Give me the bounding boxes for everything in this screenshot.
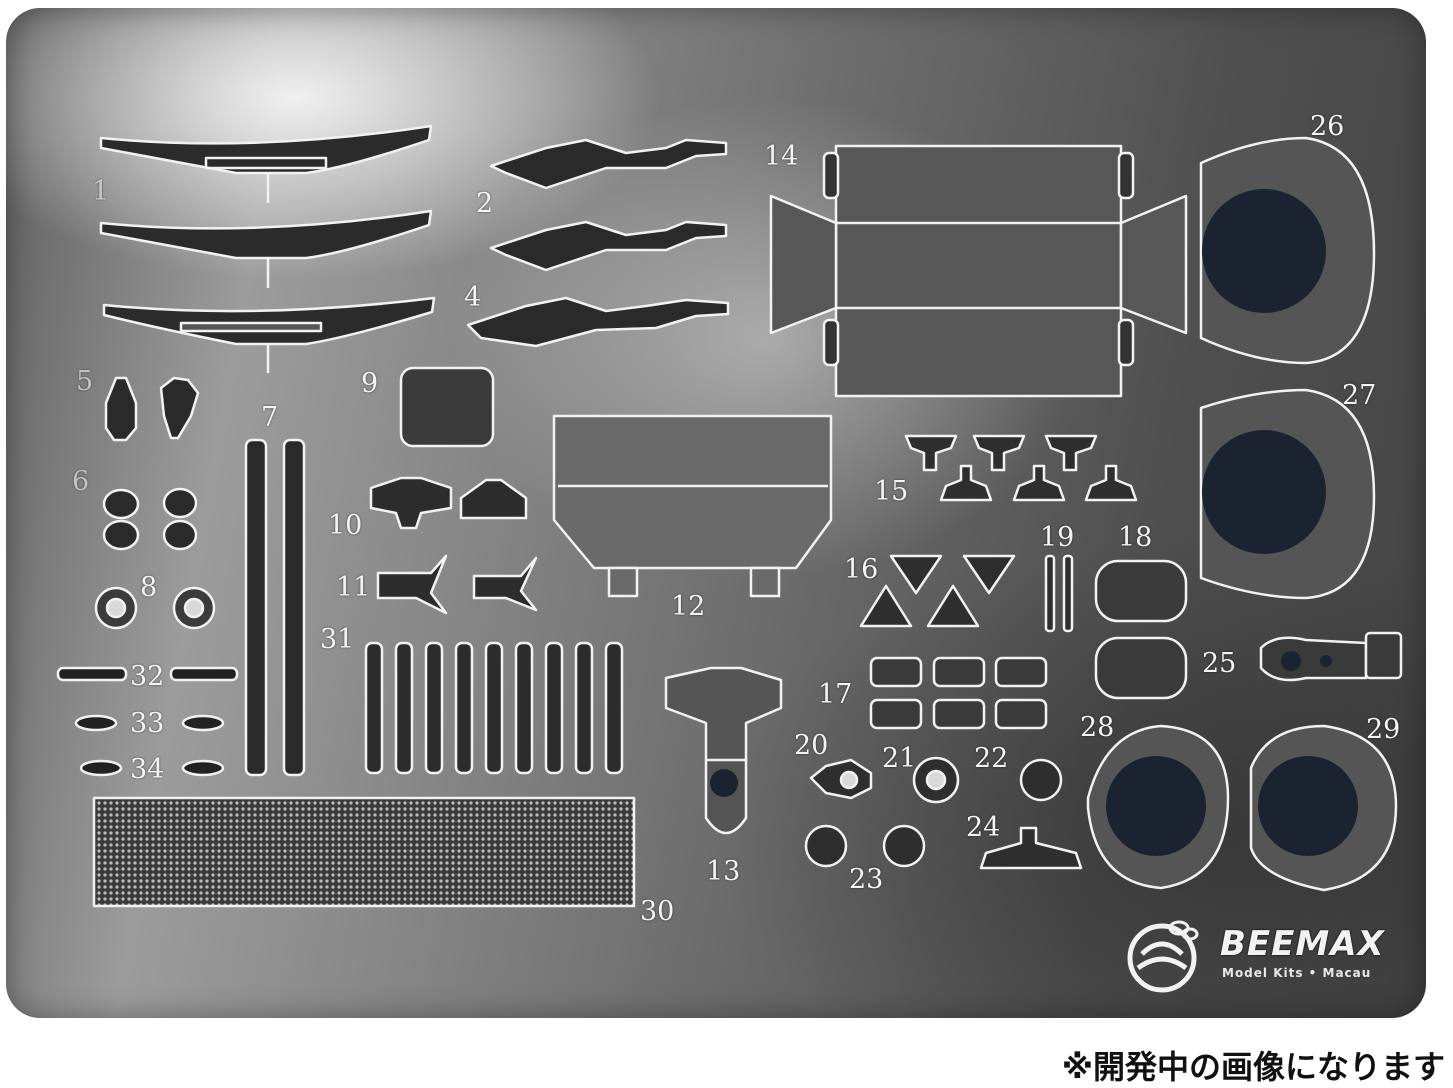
part-28-wheel <box>1088 726 1228 888</box>
part-9-plate <box>401 368 493 446</box>
brand-tagline: Model Kits • Macau <box>1222 966 1372 980</box>
part-15-clips <box>906 436 1136 500</box>
part-number-label: 10 <box>328 510 363 541</box>
brand-logo: BEEMAX Model Kits • Macau <box>1124 916 1414 996</box>
part-13-bracket <box>666 668 781 833</box>
part-31-hinges <box>366 643 622 773</box>
part-number-label: 15 <box>874 476 909 507</box>
part-29-wheel <box>1251 726 1396 890</box>
part-27-wheel <box>1201 390 1374 598</box>
part-number-label: 32 <box>130 661 165 692</box>
part-number-label: 5 <box>76 366 94 397</box>
part-32-34-small <box>58 668 237 775</box>
part-number-label: 19 <box>1040 522 1075 553</box>
brand-name: BEEMAX <box>1220 924 1385 964</box>
part-2-wiper-arms <box>468 140 728 346</box>
photo-etch-sheet: 1 2 4 5 6 7 8 9 10 11 12 13 14 15 16 17 … <box>6 8 1426 1018</box>
part-number-label: 6 <box>72 466 90 497</box>
part-number-label: 7 <box>261 402 279 433</box>
part-18-brackets <box>1096 561 1186 698</box>
caption-note: ※開発中の画像になります <box>1061 1048 1445 1086</box>
part-16-triangles <box>861 556 1014 626</box>
part-20-24-small-parts <box>806 758 1081 868</box>
part-number-label: 16 <box>844 554 879 585</box>
part-12-panel <box>554 416 831 596</box>
part-number-label: 4 <box>464 282 482 313</box>
part-number-label: 20 <box>794 730 829 761</box>
part-10-mounts <box>371 478 526 528</box>
part-11-brackets <box>378 556 536 613</box>
etched-parts-drawing <box>6 8 1426 1018</box>
part-1-wiper-blades <box>101 126 434 373</box>
part-5-brackets <box>106 378 198 440</box>
part-17-tabs <box>871 658 1046 728</box>
part-8-washers <box>96 588 214 628</box>
part-number-label: 12 <box>671 591 706 622</box>
part-number-label: 27 <box>1342 380 1377 411</box>
part-number-label: 24 <box>966 812 1001 843</box>
part-number-label: 1 <box>92 176 110 207</box>
part-number-label: 34 <box>130 754 165 785</box>
part-number-label: 31 <box>320 624 355 655</box>
part-6-links <box>104 489 196 549</box>
part-number-label: 17 <box>818 679 853 710</box>
part-number-label: 33 <box>130 708 165 739</box>
part-25-arm <box>1261 633 1401 680</box>
part-number-label: 9 <box>361 368 379 399</box>
part-number-label: 23 <box>849 864 884 895</box>
part-14-radiator-box <box>771 146 1186 396</box>
part-number-label: 8 <box>140 572 158 603</box>
part-7-straps <box>246 440 304 775</box>
part-number-label: 18 <box>1118 522 1153 553</box>
part-number-label: 28 <box>1080 712 1115 743</box>
part-number-label: 13 <box>706 856 741 887</box>
part-number-label: 21 <box>882 743 917 774</box>
part-26-wheel <box>1201 138 1374 363</box>
part-number-label: 30 <box>640 896 675 927</box>
part-19-rods <box>1046 556 1072 631</box>
part-number-label: 25 <box>1202 648 1237 679</box>
bee-logo-icon <box>1127 920 1199 993</box>
part-number-label: 2 <box>476 188 494 219</box>
part-number-label: 26 <box>1310 111 1345 142</box>
part-number-label: 22 <box>974 743 1009 774</box>
part-number-label: 11 <box>336 572 371 603</box>
part-number-label: 29 <box>1366 714 1401 745</box>
part-30-mesh-grille <box>94 798 634 906</box>
part-number-label: 14 <box>764 141 799 172</box>
